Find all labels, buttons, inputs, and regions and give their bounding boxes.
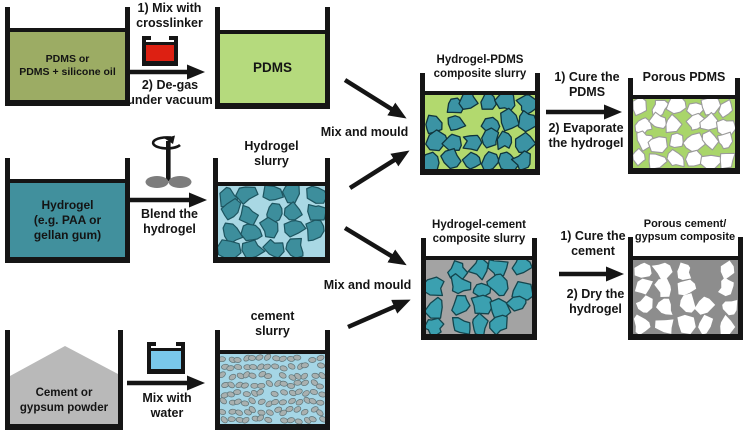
beaker-cement-slurry: [215, 330, 330, 430]
powder-mound-shape: [10, 346, 118, 424]
label-blend: Blend the hydrogel: [141, 207, 198, 236]
blender-mixer-icon: [138, 135, 200, 193]
crosslinker-beaker-icon: [142, 36, 178, 66]
label-mix-and-mould-bottom: Mix and mould: [323, 278, 412, 292]
beaker-rim-tick: [147, 342, 156, 346]
water-beaker-icon: [147, 342, 185, 374]
label-mix-crosslinker: 1) Mix with crosslinker: [136, 1, 203, 30]
porous-pdms-pores: [633, 99, 735, 168]
label-evaporate-hydrogel: 2) Evaporate the hydrogel: [548, 121, 624, 150]
porous-cement-label: Porous cement/ gypsum composite: [634, 218, 736, 244]
label-mix-water: Mix with water: [142, 391, 192, 420]
hydrogel-raw-label: Hydrogel (e.g. PAA or gellan gum): [33, 197, 102, 242]
composite-pdms-blobs: [425, 95, 535, 169]
porous-cement-liquid: [633, 256, 738, 334]
beaker-pdms-raw: PDMS or PDMS + silicone oil: [5, 7, 130, 106]
beaker-rim-tick: [169, 36, 178, 40]
arrow-cement-to-composite: [347, 299, 411, 330]
beaker-hydrogel-slurry: [213, 158, 330, 263]
pdms-raw-label: PDMS or PDMS + silicone oil: [19, 52, 116, 78]
cement-powder-mound: Cement or gypsum powder: [10, 330, 118, 424]
label-mix-and-mould-top: Mix and mould: [320, 125, 409, 139]
composite-pdms-label: Hydrogel-PDMS composite slurry: [433, 54, 527, 80]
porous-pdms-label: Porous PDMS: [642, 70, 726, 84]
hydrogel-slurry-blobs: [218, 186, 325, 257]
beaker-hydrogel-raw: Hydrogel (e.g. PAA or gellan gum): [5, 158, 130, 263]
hydrogel-slurry-liquid: [218, 182, 325, 257]
hydrogel-slurry-label: Hydrogel slurry: [244, 139, 299, 168]
crosslinker-liquid: [146, 42, 174, 61]
label-dry-hydrogel: 2) Dry the hydrogel: [566, 287, 625, 316]
pdms-liquid: PDMS: [220, 30, 325, 103]
composite-cement-liquid: [426, 256, 532, 334]
mixer-shaft: [166, 141, 171, 181]
label-cure-cement: 1) Cure the cement: [560, 229, 626, 258]
cement-raw-label: Cement or gypsum powder: [19, 387, 109, 414]
composite-pdms-liquid: [425, 91, 535, 169]
pdms-label: PDMS: [252, 60, 292, 76]
mixer-paddle-left: [145, 176, 169, 188]
arrow-hydrogel-to-cement-composite: [343, 226, 407, 266]
beaker-cement-raw: Cement or gypsum powder: [5, 330, 123, 430]
pdms-raw-liquid: PDMS or PDMS + silicone oil: [10, 28, 125, 100]
beaker-hydrogel-cement-composite: [421, 238, 537, 340]
arrow-pdms-to-composite: [343, 78, 407, 119]
beaker-hydrogel-pdms-composite: [420, 73, 540, 175]
porous-cement-pores: [633, 260, 738, 334]
water-liquid: [151, 348, 181, 369]
mixer-paddle-right: [168, 176, 192, 188]
rotation-arrowhead: [164, 135, 175, 144]
porous-pdms-liquid: [633, 95, 735, 168]
beaker-rim-tick: [142, 36, 151, 40]
hydrogel-raw-liquid: Hydrogel (e.g. PAA or gellan gum): [10, 179, 125, 257]
beaker-porous-pdms: [628, 78, 740, 174]
cement-slurry-particles: [220, 354, 325, 424]
composite-cement-label: Hydrogel-cement composite slurry: [432, 219, 526, 245]
beaker-porous-cement: [628, 237, 743, 340]
label-degas: 2) De-gas under vacuum: [127, 78, 213, 107]
beaker-pdms: PDMS: [215, 7, 330, 109]
cement-slurry-label: cement slurry: [250, 309, 295, 338]
cement-slurry-liquid: [220, 350, 325, 424]
rotation-arc: [151, 136, 181, 150]
composite-cement-blobs: [426, 260, 532, 334]
arrow-hydrogel-to-pdms-composite: [348, 150, 410, 190]
label-cure-pdms: 1) Cure the PDMS: [554, 70, 620, 99]
beaker-rim-tick: [176, 342, 185, 346]
